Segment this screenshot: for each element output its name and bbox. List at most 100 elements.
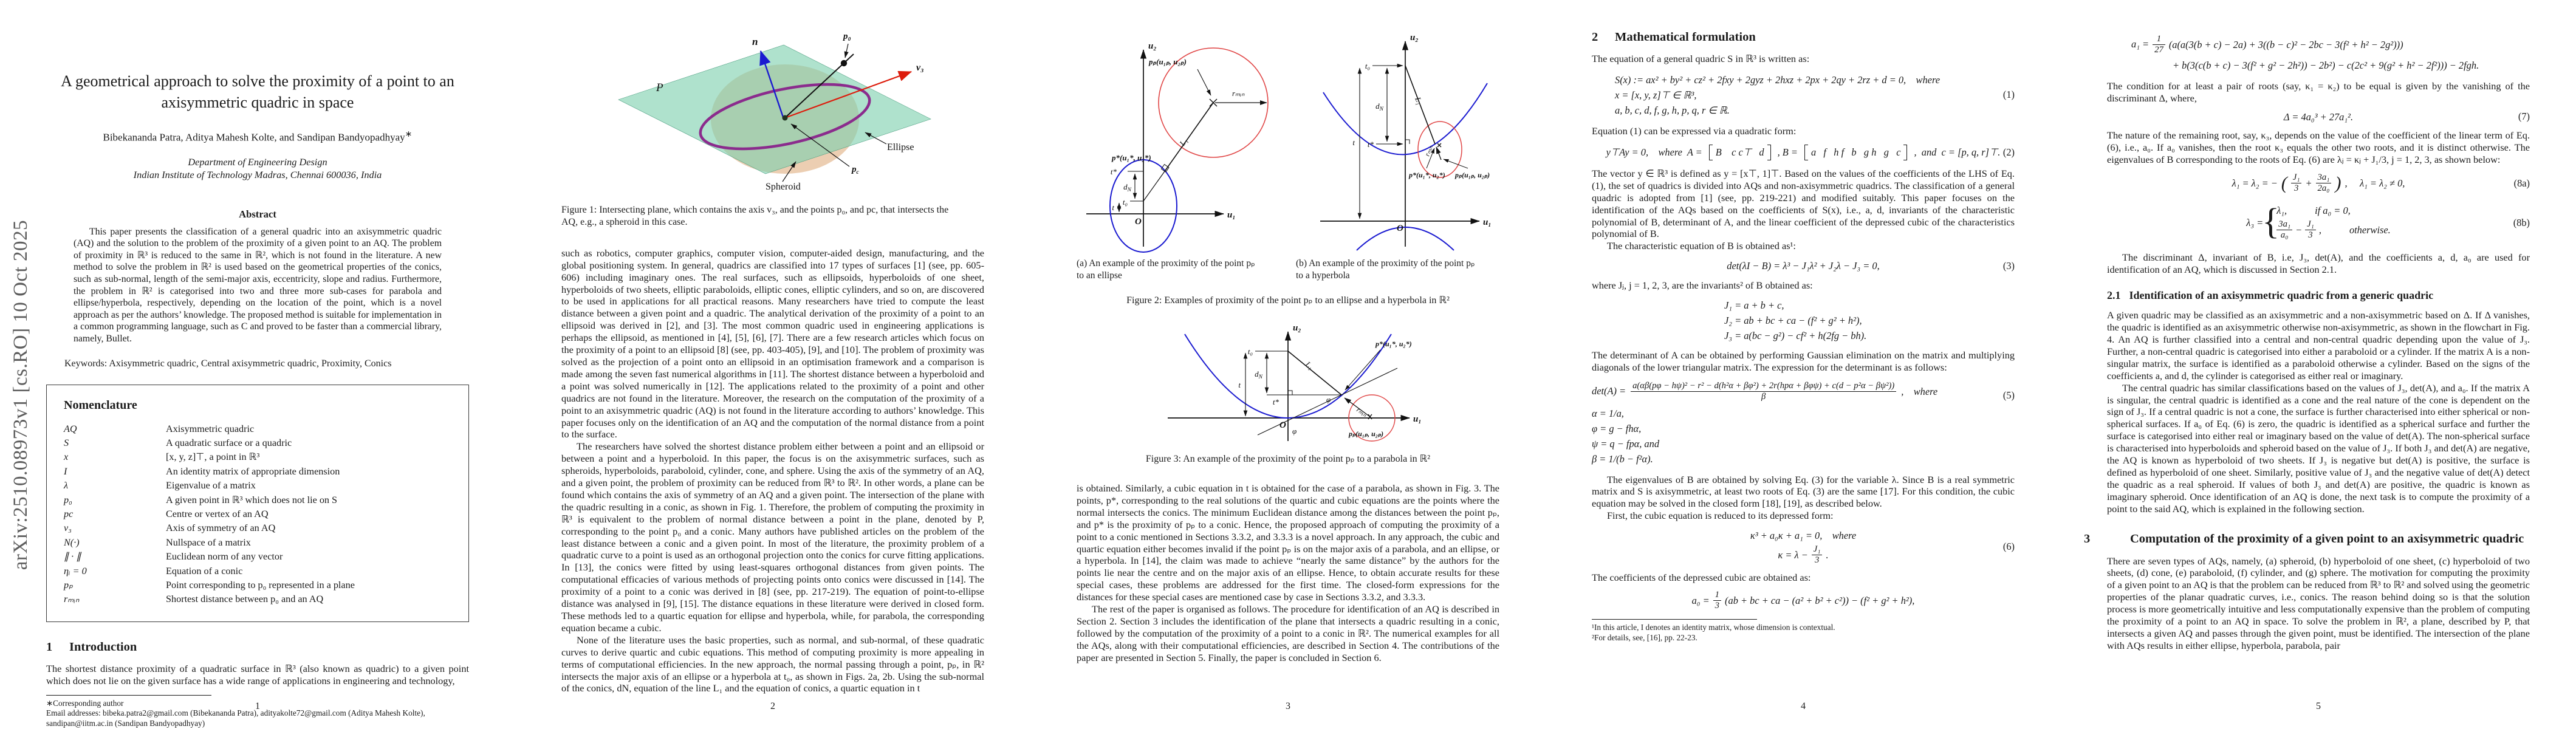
nomenclature-description: An identity matrix of appropriate dimens… [166,465,340,477]
proximity-circle [1158,47,1269,158]
label-pp: pₚ(u₁ₚ, u₂ₚ) [1454,171,1490,179]
equation-2-lhs: y⊤Ay = 0, where A = [1606,146,1702,159]
body-paragraph: The researchers have solved the shortest… [561,440,984,634]
body-paragraph: is obtained. Similarly, a cubic equation… [1077,482,1499,603]
label-phi-origin: φ [1292,426,1297,436]
equation-6-fraction: J₁ 3 [1811,544,1823,566]
label-origin: O [1135,217,1142,227]
equation-a1-line2: + b(3(c(b + c) − 3(f² + g² − 2h²)) − 2b²… [2173,59,2479,71]
measurement-marks [1357,63,1468,219]
parabola-conic [1184,334,1392,419]
label-pp: pₚ(u₁ₚ, u₂ₚ) [1348,430,1383,438]
equation-8a-fraction2: 3a₁ 2a₀ [2315,173,2332,194]
body-paragraph: None of the literature uses the basic pr… [561,634,984,694]
nomenclature-description: Shortest distance between p₀ and an AQ [166,594,324,605]
label-rmin: rₘᵢₙ [1355,406,1368,419]
equation-6-line1: κ³ + a₀κ + a₁ = 0, where [1750,530,1857,542]
axis-of-symmetry-arrow [784,70,913,119]
f2-den: 2a₀ [2317,183,2330,194]
paper-title-line2: axisymmetric quadric in space [161,94,354,111]
equation-1: S(x) := ax² + by² + cz² + 2fxy + 2gyz + … [1615,72,2015,118]
equation-5: det(A) = a(αβ(pφ − hψ)² − r² − d(h²α + β… [1592,381,2015,467]
nomenclature-description: Euclidean norm of any vector [166,551,283,563]
label-pp: pₚ(u₁ₚ, u₂ₚ) [1148,57,1187,66]
nomenclature-description: Nullspace of a matrix [166,536,251,548]
abstract-text: This paper presents the classification o… [74,226,442,344]
section-title: Mathematical formulation [1615,30,1756,44]
body-paragraph: The eigenvalues of B are obtained by sol… [1592,473,2015,510]
matrix-A-row1: B c [1715,146,1736,158]
section-number: 2 [1592,30,1598,44]
proximity-circle [1417,121,1462,178]
body-paragraph: The discriminant Δ, invariant of B, i.e,… [2107,252,2530,276]
figure-2a-caption-line2: to an ellipse [1077,270,1122,281]
body-paragraph: First, the cubic equation is reduced to … [1607,510,1834,522]
body-paragraph: There are seven types of AQs, namely, (a… [2107,555,2530,651]
body-paragraph: The coefficients of the depressed cubic … [1592,572,1811,584]
equation-2-rhs: , and c = [p, q, r]⊤. [1914,146,2001,159]
equation-5-def-alpha: α = 1/a, [1592,407,1624,419]
figure-3-caption: Figure 3: An example of the proximity of… [1145,453,1431,464]
equation-a0-lhs: a₀ = [1691,594,1710,606]
equation-5-fraction: a(αβ(pφ − hψ)² − r² − d(h²α + βφ²) + 2r(… [1631,381,1897,402]
equation-a0-denominator: 3 [1714,601,1720,611]
nomenclature-title: Nomenclature [64,398,137,412]
equation-a0-numerator: 1 [1713,590,1722,601]
nomenclature-symbol: I [64,465,67,477]
body-paragraph: The condition for at least a pair of roo… [2107,80,2530,104]
label-phi-contact: φ [1326,395,1331,404]
measurement-marks [1117,69,1218,213]
rmin-arrow [1436,146,1442,160]
nomenclature-row: x[x, y, z]⊤, a point in ℝ³ [64,450,451,464]
label-t0: t₀ [1123,197,1128,207]
equation-5-def-phi: φ = g − fhα, [1592,422,1642,434]
nomenclature-symbol: rₘᵢₙ [64,594,80,605]
page-number: 3 [1286,701,1290,711]
body-paragraph: The rest of the paper is organised as fo… [1077,603,1499,663]
nomenclature-symbol: pc [64,508,74,520]
nomenclature-row: rₘᵢₙ Shortest distance between p₀ and an … [64,592,451,606]
paper-title-line1: A geometrical approach to solve the prox… [61,72,454,90]
nomenclature-description: Centre or vertex of an AQ [166,508,269,520]
nomenclature-row: I An identity matrix of appropriate dimen… [64,465,451,479]
body-paragraph: The vector y ∈ ℝ³ is defined as y = [x⊤,… [1592,167,2015,240]
equation-8a-number: (8a) [2513,177,2530,189]
equation-3-body: det(λI − B) = λ³ − J₁λ² + J₂λ − J₃ = 0, [1727,260,1880,272]
nomenclature-description: Axis of symmetry of an AQ [166,522,276,534]
equation-3: det(λI − B) = λ³ − J₁λ² + J₂λ − J₃ = 0, … [1592,258,2015,273]
case-1-value: λ₁, [2276,205,2287,217]
equation-4-line2: J₂ = ab + bc + ca − (f² + g² + h²), [1724,315,1862,327]
label-t0: t₀ [1248,347,1253,356]
equation-6: κ³ + a₀κ + a₁ = 0, where κ = λ − J₁ 3 . … [1592,528,2015,566]
equation-4-line3: J₃ = a(bc − g²) − cf² + h(2fg − bh). [1724,330,1867,342]
equation-a1-numerator: 1 [2153,34,2165,45]
big-paren-close: ) [2335,173,2341,193]
label-u2: u₂ [1410,33,1419,43]
subsection-title: Identification of an axisymmetric quadri… [2129,289,2434,302]
footnote-2: ²For details, see, [16], pp. 22-23. [1592,632,1697,642]
label-ellipse: Ellipse [887,142,914,152]
equation-2: y⊤Ay = 0, where A = B c c⊤ d , B = a f h… [1592,144,2015,161]
normal-line-L1 [1405,65,1436,145]
equation-5-where: , where [1901,385,1938,397]
footnote-rule [1592,618,1757,620]
nomenclature-symbol: p₀ [64,494,72,505]
equation-5-number: (5) [2002,389,2015,402]
label-tstar: t* [1273,397,1279,406]
label-point-p0: p₀ [842,32,851,41]
label-tstar: t* [1368,140,1374,149]
equation-7-number: (7) [2518,111,2530,123]
matrix-B-row2: f b g [1841,146,1869,158]
label-t0: t₀ [1365,61,1370,70]
body-paragraph: Equation (1) can be expressed via a quad… [1592,125,1797,137]
equation-5-numerator: a(αβ(pφ − hψ)² − r² − d(h²α + βφ²) + 2r(… [1631,381,1897,392]
